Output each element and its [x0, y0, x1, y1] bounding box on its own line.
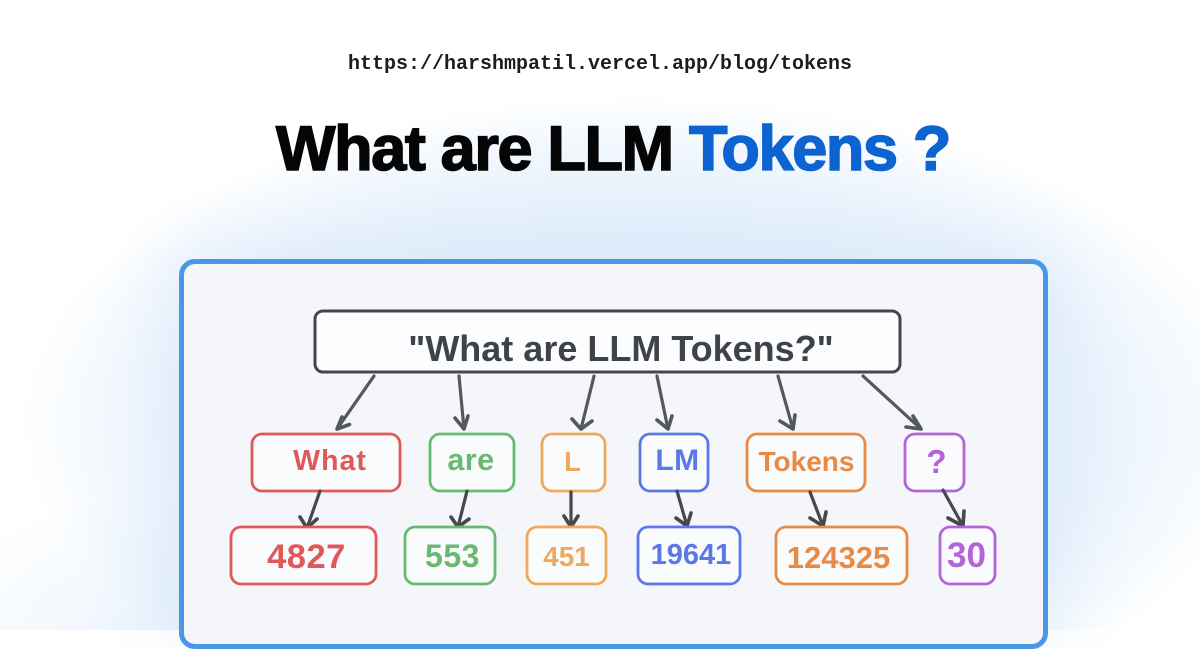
svg-text:Tokens: Tokens [759, 446, 855, 477]
svg-text:553: 553 [425, 538, 480, 574]
svg-text:30: 30 [947, 536, 986, 575]
svg-text:19641: 19641 [651, 539, 732, 571]
svg-text:4827: 4827 [267, 538, 346, 576]
svg-text:124325: 124325 [787, 540, 890, 575]
svg-text:What: What [293, 445, 367, 477]
svg-text:451: 451 [543, 541, 590, 572]
svg-text:are: are [447, 443, 494, 477]
svg-text:LM: LM [655, 444, 699, 477]
svg-text:?: ? [926, 443, 946, 480]
svg-text:"What are LLM Tokens?": "What are LLM Tokens?" [408, 328, 834, 369]
svg-text:L: L [564, 446, 581, 477]
